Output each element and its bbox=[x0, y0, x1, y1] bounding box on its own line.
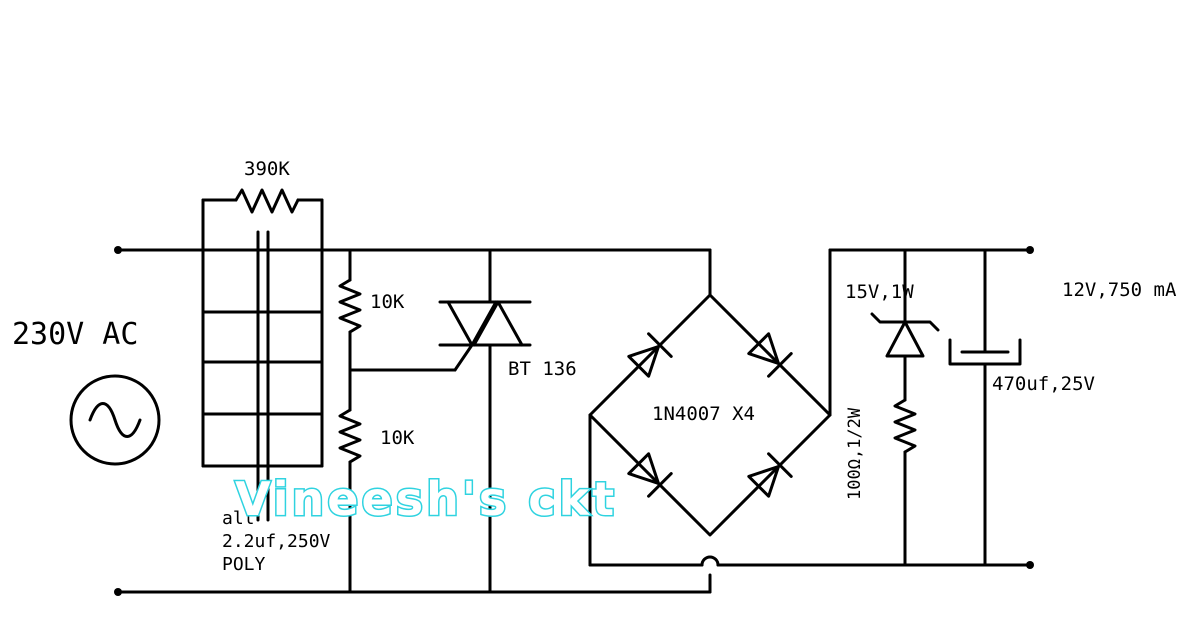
resistor-390k bbox=[201, 188, 324, 468]
input-terminal-top bbox=[114, 246, 122, 254]
bottom-rail bbox=[116, 573, 712, 594]
top-rail bbox=[116, 248, 712, 297]
resistor-100-ohm bbox=[893, 398, 917, 567]
label-zener: 15V,1W bbox=[845, 281, 914, 303]
label-triac: BT 136 bbox=[508, 358, 577, 380]
resistor-10k-top bbox=[338, 248, 362, 397]
output-terminal-top bbox=[1026, 246, 1034, 254]
label-10k-bottom: 10K bbox=[380, 427, 415, 449]
bridge-rectifier bbox=[588, 248, 1032, 567]
output-terminal-bottom bbox=[1026, 561, 1034, 569]
zener-diode bbox=[870, 248, 940, 402]
capacitor-470uf bbox=[948, 248, 1022, 567]
label-10k-top: 10K bbox=[370, 291, 405, 313]
label-390k: 390K bbox=[244, 158, 290, 180]
label-output: 12V,750 mA bbox=[1062, 279, 1177, 301]
input-terminal-bottom bbox=[114, 588, 122, 596]
label-100-ohm: 100Ω,1/2W bbox=[845, 407, 865, 500]
label-source: 230V AC bbox=[12, 317, 138, 352]
resistor-10k-bottom bbox=[338, 393, 362, 594]
watermark-text: Vineesh's ckt bbox=[235, 472, 617, 526]
label-cap-note-3: POLY bbox=[222, 554, 266, 575]
ac-source-icon bbox=[69, 374, 161, 466]
triac-bt136 bbox=[438, 248, 532, 594]
label-cap-note-2: 2.2uf,250V bbox=[222, 531, 331, 552]
capacitor-bank bbox=[201, 230, 324, 522]
label-470uf: 470uf,25V bbox=[992, 373, 1095, 395]
label-bridge: 1N4007 X4 bbox=[652, 403, 755, 425]
label-cap-note-1: all bbox=[222, 508, 255, 529]
